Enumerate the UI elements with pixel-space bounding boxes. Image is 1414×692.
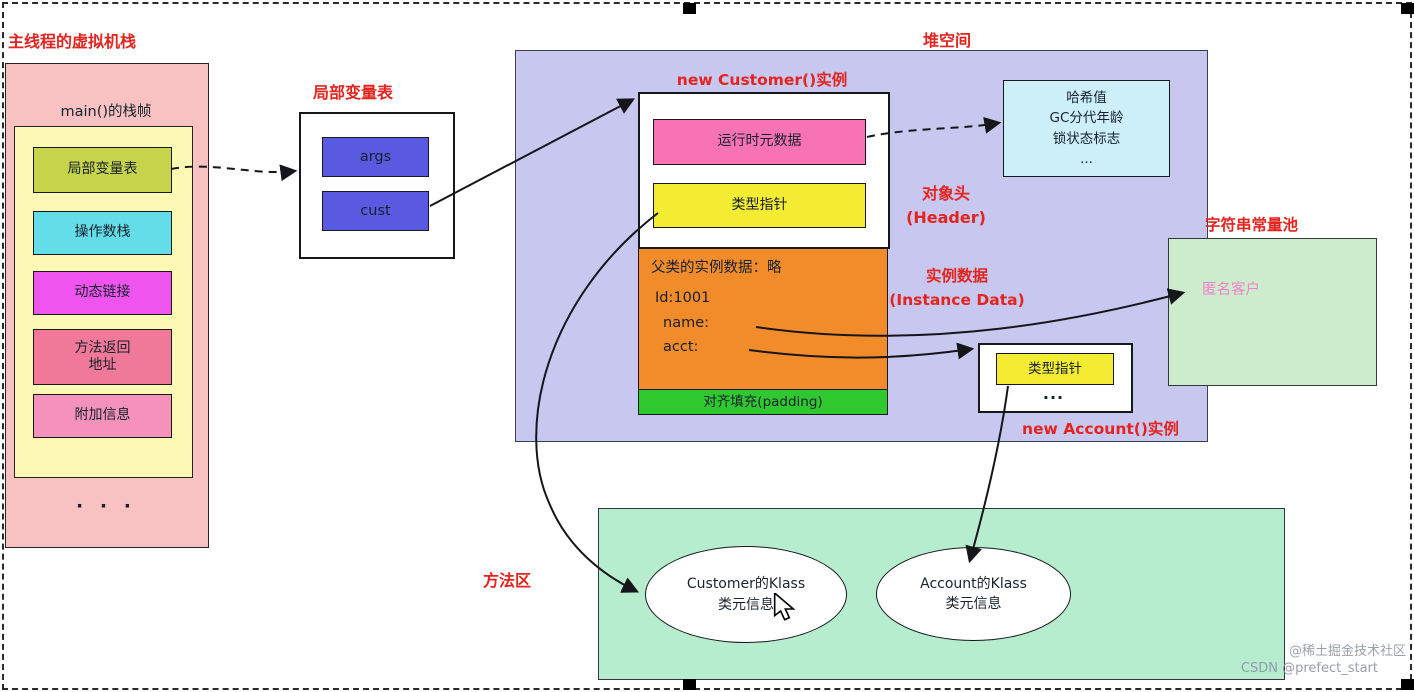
local-var-slot-args: args (322, 137, 429, 177)
object-header-label: 对象头 (Header) (906, 184, 986, 227)
hash-line-lock-flag: 锁状态标志 (1052, 130, 1121, 147)
watermark-line2: CSDN @prefect_start (1240, 661, 1378, 676)
stack-frame-item-operand-stack: 操作数栈 (33, 211, 172, 255)
selection-handle[interactable] (683, 3, 696, 14)
method-area-title: 方法区 (483, 571, 532, 590)
klass-customer-ellipse: Customer的Klass 类元信息 (645, 546, 847, 643)
new-customer-title: new Customer()实例 (676, 71, 848, 89)
hash-line-gc-age: GC分代年龄 (1049, 110, 1124, 127)
stack-frame-item-local-vars: 局部变量表 (33, 147, 172, 193)
local-var-table-box (299, 112, 455, 259)
vm-stack-title: 主线程的虚拟机栈 (8, 32, 137, 51)
selection-handle[interactable] (1401, 679, 1414, 690)
instance-line-id: Id:1001 (655, 290, 711, 306)
stack-frame-item-extra-info: 附加信息 (33, 394, 172, 438)
instance-line-acct: acct: (663, 339, 699, 355)
account-type-pointer: 类型指针 (996, 353, 1114, 385)
customer-padding: 对齐填充(padding) (638, 389, 888, 415)
string-pool-title: 字符串常量池 (1205, 216, 1299, 234)
instance-line-name: name: (663, 315, 710, 331)
hash-line-ellipsis: ... (1080, 150, 1093, 167)
watermark-line1: @稀土掘金技术社区 (1288, 644, 1406, 659)
instance-data-label: 实例数据 (Instance Data) (889, 267, 1025, 309)
selection-handle[interactable] (683, 679, 696, 690)
hash-line-hashcode: 哈希值 (1066, 90, 1107, 106)
instance-line-superclass: 父类的实例数据：略 (651, 260, 782, 276)
mouse-cursor-icon (773, 593, 796, 621)
string-pool-value: 匿名客户 (1202, 282, 1260, 298)
heap-title: 堆空间 (923, 31, 972, 50)
string-pool-box (1168, 238, 1377, 386)
selection-handle[interactable] (1401, 3, 1414, 14)
customer-runtime-metadata: 运行时元数据 (653, 119, 866, 165)
object-header-detail-box: 哈希值 GC分代年龄 锁状态标志 ... (1003, 80, 1170, 177)
stack-ellipsis: · · · (76, 495, 136, 517)
stack-frame-item-return-address: 方法返回 地址 (33, 329, 172, 385)
stack-frame-title: main()的栈帧 (60, 104, 152, 120)
account-ellipsis: ... (1042, 384, 1065, 403)
stack-frame-item-dynamic-link: 动态链接 (33, 271, 172, 315)
local-var-slot-cust: cust (322, 191, 429, 231)
customer-type-pointer: 类型指针 (653, 183, 866, 228)
new-account-title: new Account()实例 (1022, 420, 1179, 438)
klass-account-ellipse: Account的Klass 类元信息 (876, 547, 1071, 641)
local-var-table-title: 局部变量表 (313, 83, 394, 102)
